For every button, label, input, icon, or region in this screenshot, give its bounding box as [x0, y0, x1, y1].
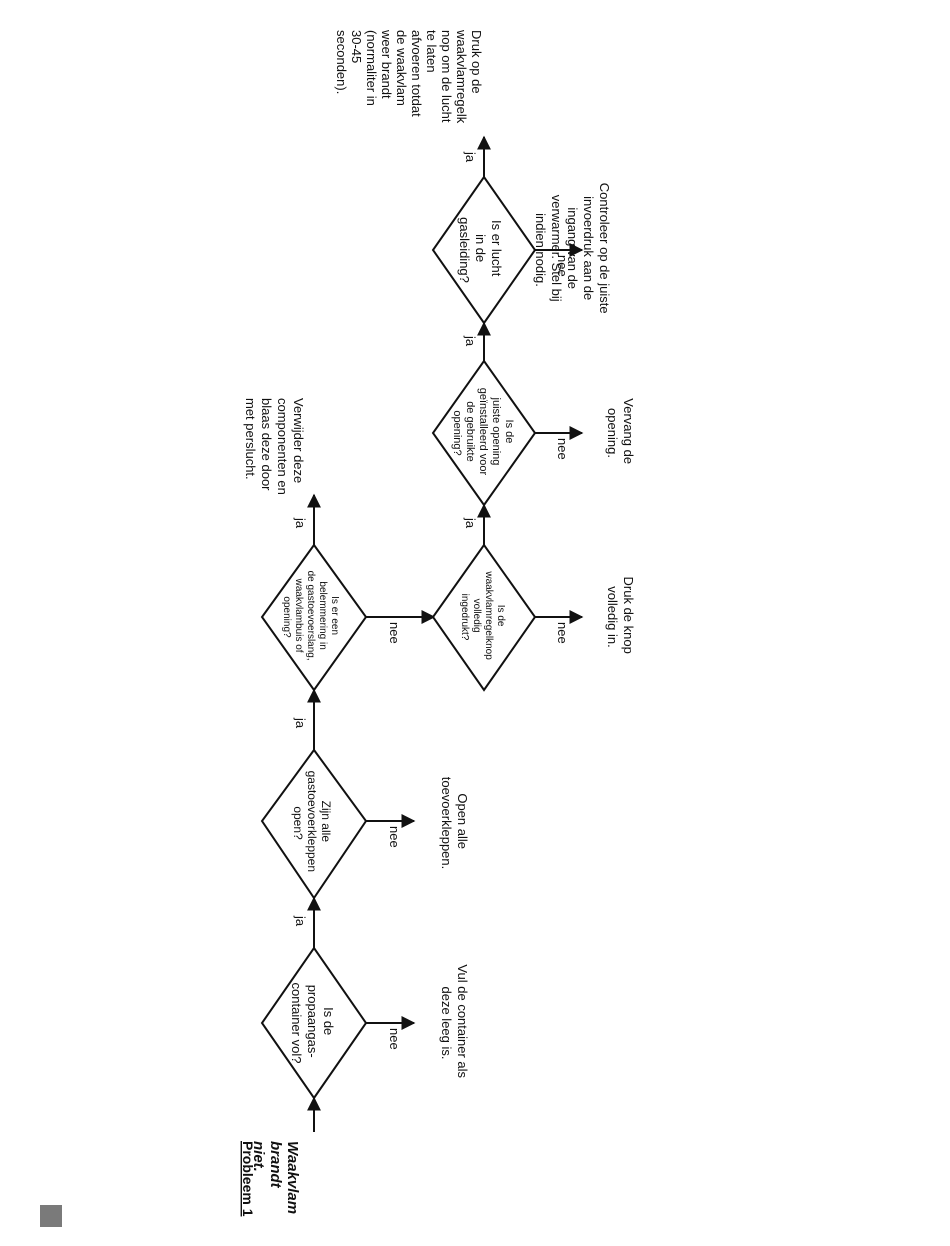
decision-obstruction-text: Is er een belemmering in de gastoevoersl… — [281, 571, 340, 664]
decision-propane-full-text: Is de propaangas- container vol? — [289, 983, 336, 1064]
action-fill-container: Vul de container als deze leeg is. — [439, 964, 470, 1081]
decision-correct-orifice-text: Is de juiste opening geïnstalleerd voor … — [451, 388, 515, 479]
action-replace-orifice: Vervang de opening. — [605, 398, 636, 467]
action-open-valves: Open alle toevoerkleppen. — [439, 777, 470, 870]
page-marker — [40, 1205, 62, 1227]
no-label-1: nee — [387, 1028, 402, 1050]
no-label-3: nee — [387, 622, 402, 644]
yes-label-3: ja — [293, 517, 308, 529]
no-label-5: nee — [555, 438, 570, 460]
no-label-6: nee — [555, 255, 570, 277]
decision-valves-open-text: Zijn alle gastoevoerkleppen open? — [291, 771, 333, 876]
decision-air-in-line-text: Is er lucht in de gasleiding? — [457, 217, 504, 283]
yes-label-2: ja — [293, 717, 308, 729]
yes-label-4: ja — [463, 517, 478, 529]
no-label-4: nee — [555, 622, 570, 644]
yes-label-1: ja — [293, 915, 308, 927]
no-label-2: nee — [387, 826, 402, 848]
decision-knob-pressed-text: Is de waakvlamregelknop volledig ingedru… — [459, 570, 506, 662]
action-press-knob: Druk de knop volledig in. — [605, 577, 636, 658]
yes-label-5: ja — [463, 335, 478, 347]
problem-title: Probleem 1 — [240, 1141, 256, 1217]
action-check-pressure: Controleer op de juiste invoerdruk aan d… — [533, 183, 612, 317]
yes-label-6: ja — [463, 151, 478, 163]
action-purge-air: Druk op de waakvlamregelk nop om de luch… — [334, 29, 484, 127]
action-blow-components: Verwijder deze componenten en blaas deze… — [243, 398, 306, 498]
start-label: Waakvlam brandt niet. — [250, 1141, 301, 1218]
